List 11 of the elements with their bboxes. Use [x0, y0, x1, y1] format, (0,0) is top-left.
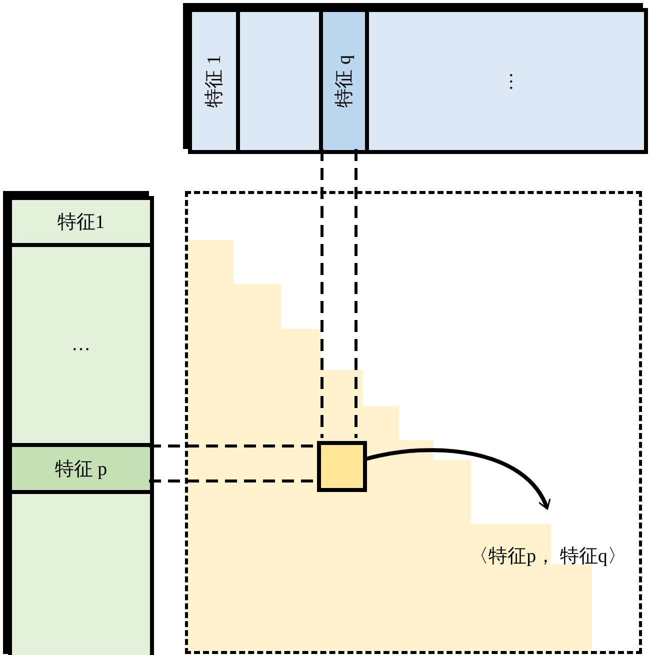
feature-label: 特征 q	[333, 54, 356, 108]
feature-label: …	[72, 334, 90, 356]
feature-label: …	[496, 72, 518, 90]
feature-label: 特征 p	[54, 458, 108, 482]
feature-label: 特征 1	[203, 54, 226, 108]
feature-label: 特征1	[57, 210, 105, 234]
matrix-frame	[185, 191, 642, 654]
matrix-cell	[317, 441, 367, 492]
feature-label: 〈特征p， 特征q〉	[470, 545, 626, 569]
guide-line	[148, 444, 316, 482]
guide-line	[320, 148, 358, 440]
